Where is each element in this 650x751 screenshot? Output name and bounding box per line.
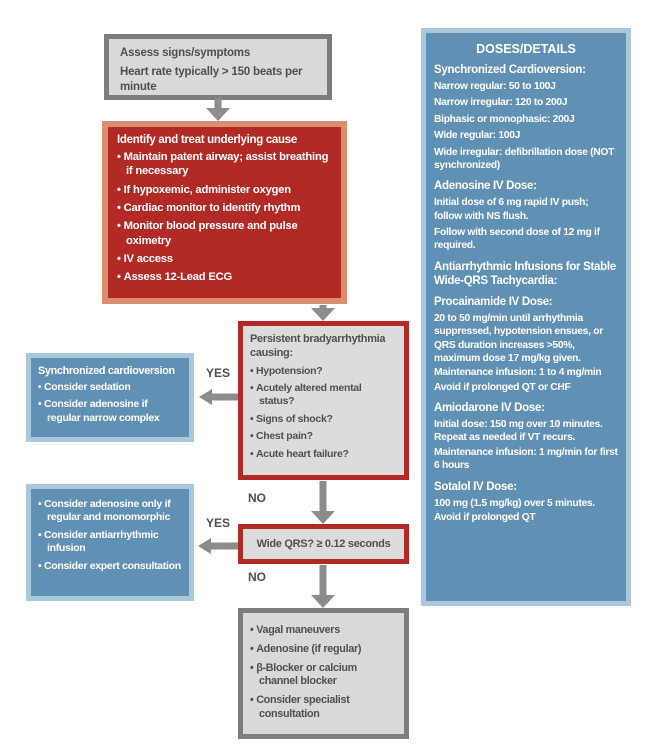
arrow-stem (319, 565, 327, 597)
sync-bullet-list: Consider sedationConsider adenosine if r… (38, 381, 182, 425)
no-label-1: NO (248, 491, 266, 505)
dose-line: Adenosine IV Dose: (434, 180, 537, 193)
wide-qrs-box: Wide QRS? ≥ 0.12 seconds (238, 524, 409, 564)
synchronized-cardioversion-box: Synchronized cardioversion Consider seda… (26, 353, 194, 442)
identify-bullet-list: Maintain patent airway; assist breathing… (117, 150, 332, 285)
bullet-item: Chest pain? (250, 430, 397, 443)
persistent-bullet-list: Hypotension? Acutely altered mental statu… (250, 365, 397, 462)
persistent-box-title: Persistent bradyarrhythmia causing: (250, 333, 386, 359)
arrow-head (311, 308, 335, 321)
bullet-item: Consider specialist consultation (250, 694, 397, 722)
adenosine-bullet-list: Consider adenosine only if regular and m… (38, 498, 182, 573)
bullet-item: Monitor blood pressure and pulse oximetr… (117, 219, 332, 248)
dose-line: Amiodarone IV Dose: (434, 402, 545, 415)
arrow-down-persistent-to-wideqrs (311, 481, 335, 524)
arrow-head (311, 595, 335, 608)
no-label-2: NO (248, 570, 266, 584)
dose-line: Initial dose: 150 mg over 10 minutes. Re… (434, 419, 603, 444)
arrow-stem (319, 305, 327, 310)
bullet-item: Cardiac monitor to identify rhythm (117, 201, 332, 215)
adenosine-consider-box: Consider adenosine only if regular and m… (26, 484, 194, 601)
dose-line: Avoid if prolonged QT (434, 511, 536, 523)
bullet-item: Assess 12-Lead ECG (117, 270, 332, 284)
dose-line: Wide irregular: defibrillation dose (NOT… (434, 146, 615, 171)
yes-label-2: YES (205, 516, 230, 530)
bullet-item: Signs of shock? (250, 413, 397, 426)
arrow-down-identify-to-persistent (311, 305, 335, 321)
wide-qrs-label: Wide QRS? ≥ 0.12 seconds (256, 538, 391, 550)
arrow-left-persistent-to-sync (199, 389, 238, 405)
bullet-item: Acutely altered mental status? (250, 382, 397, 409)
yes-label-1: YES (205, 366, 230, 380)
dose-line: Narrow irregular: 120 to 200J (434, 97, 568, 109)
dose-line: Maintenance infusion: 1 to 4 mg/min (434, 367, 602, 379)
arrow-head (206, 108, 230, 121)
arrow-stem (214, 98, 222, 110)
bullet-item: Consider expert consultation (38, 560, 182, 573)
bullet-item: Adenosine (if regular) (250, 643, 397, 657)
dose-line: Avoid if prolonged QT or CHF (434, 381, 571, 393)
dose-line: Sotalol IV Dose: (434, 480, 517, 493)
dose-line: Maintenance infusion: 1 mg/min for first… (434, 446, 618, 472)
persistent-bradyarrhythmia-box: Persistent bradyarrhythmia causing: Hypo… (238, 321, 409, 480)
dose-line: 100 mg (1.5 mg/kg) over 5 minutes. (434, 497, 595, 509)
arrow-stem (319, 481, 327, 513)
bullet-item: Consider adenosine if regular narrow com… (38, 398, 182, 425)
dose-line: 20 to 50 mg/min until arrhythmia suppres… (434, 312, 603, 364)
dose-line: Antiarrhythmic Infusions for Stable Wide… (434, 260, 616, 287)
bullet-item: Maintain patent airway; assist breathing… (117, 150, 332, 179)
dose-line: Biphasic or monophasic: 200J (434, 113, 575, 125)
dose-line: Follow with second dose of 12 mg if requ… (434, 227, 600, 252)
bullet-item: β-Blocker or calcium channel blocker (250, 662, 397, 690)
dose-line: Procainamide IV Dose: (434, 295, 553, 308)
assess-signs-box: Assess signs/symptoms Heart rate typical… (104, 34, 332, 100)
arrow-down-assess-to-identify (206, 98, 230, 121)
arrow-stem (211, 393, 238, 401)
identify-treat-box: Identify and treat underlying cause Main… (102, 121, 347, 304)
bullet-item: Consider sedation (38, 381, 182, 394)
bullet-item: Consider antiarrhythmic infusion (38, 529, 182, 556)
sync-box-title: Synchronized cardioversion (38, 365, 175, 377)
doses-details-panel: DOSES/DETAILS Synchronized Cardioversion… (421, 28, 631, 606)
bullet-item: Acute heart failure? (250, 448, 397, 461)
dose-line: Synchronized Cardioversion: (434, 64, 586, 76)
bullet-item: Vagal maneuvers (250, 624, 397, 638)
bullet-item: If hypoxemic, administer oxygen (117, 183, 332, 197)
bullet-item: Consider adenosine only if regular and m… (38, 498, 182, 525)
dose-line: Initial dose of 6 mg rapid IV push; foll… (434, 197, 589, 222)
bullet-item: IV access (117, 252, 332, 266)
arrow-head (199, 389, 212, 405)
assess-box-body: Heart rate typically > 150 beats per min… (120, 65, 303, 93)
arrow-down-wideqrs-to-vagal (311, 565, 335, 608)
arrow-head (198, 538, 211, 554)
arrow-head (311, 511, 335, 524)
assess-box-title: Assess signs/symptoms (120, 47, 251, 59)
doses-panel-lines: Synchronized Cardioversion: Narrow regula… (434, 63, 618, 524)
dose-line: Narrow regular: 50 to 100J (434, 81, 556, 93)
arrow-stem (210, 542, 238, 550)
vagal-maneuvers-box: Vagal maneuversAdenosine (if regular) β-B… (238, 608, 409, 739)
arrow-left-wideqrs-to-adenosine (198, 538, 238, 554)
bullet-item: Hypotension? (250, 365, 397, 378)
vagal-bullet-list: Vagal maneuversAdenosine (if regular) β-B… (250, 624, 397, 722)
doses-panel-title: DOSES/DETAILS (476, 42, 576, 56)
identify-box-title: Identify and treat underlying cause (117, 134, 297, 146)
dose-line: Wide regular: 100J (434, 130, 521, 142)
